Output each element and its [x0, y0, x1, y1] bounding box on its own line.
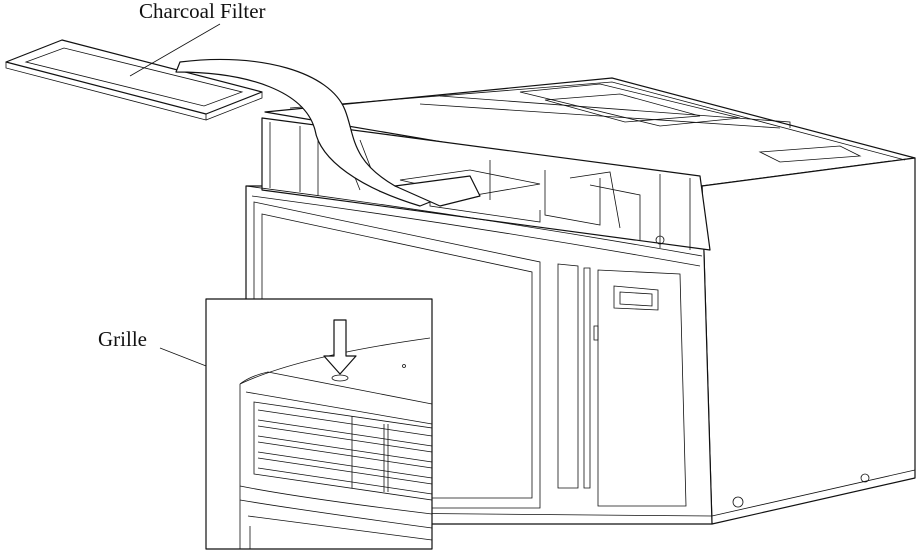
- charcoal-filter-leader: [129, 23, 221, 77]
- grille-detail-inset: [205, 298, 433, 550]
- grille-label: Grille: [98, 327, 147, 351]
- charcoal-filter-label: Charcoal Filter: [139, 0, 266, 23]
- charcoal-filter: [5, 39, 263, 121]
- insertion-arrow: [175, 58, 481, 207]
